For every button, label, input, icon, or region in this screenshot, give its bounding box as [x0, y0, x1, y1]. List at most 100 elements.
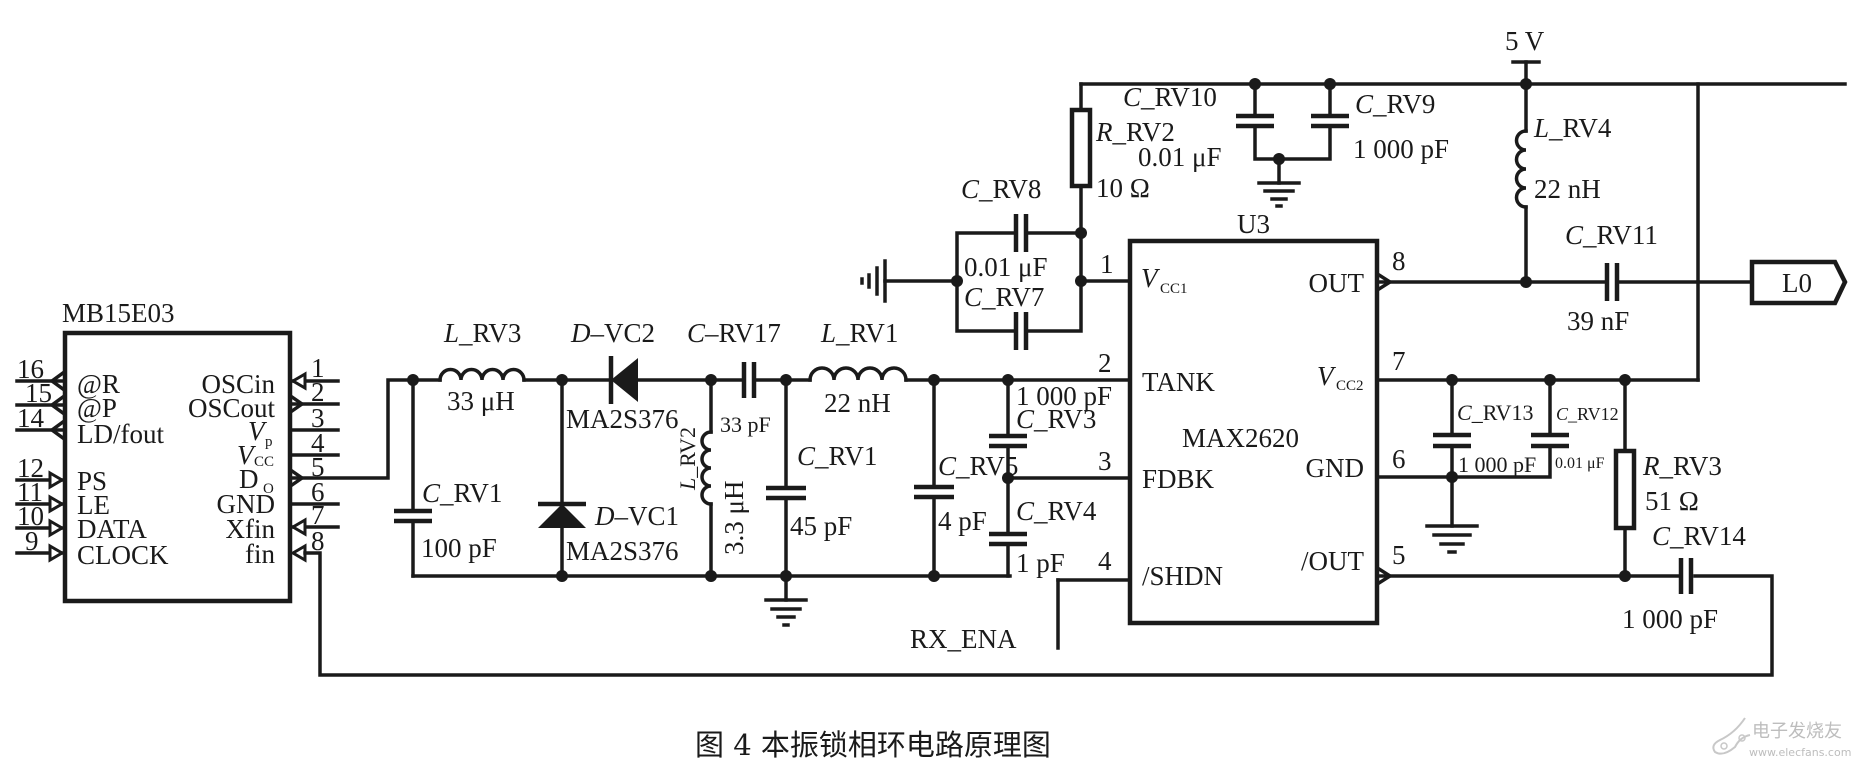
svg-text:C_RV14: C_RV14	[1652, 521, 1746, 551]
ground-icon	[764, 598, 808, 627]
pin-num: 10	[17, 501, 44, 531]
value-c-rv12: 0.01 μF	[1555, 455, 1605, 472]
pin-label: D	[239, 464, 259, 494]
value-l-rv2: 3.3 μH	[719, 481, 749, 555]
pin-label: V	[1141, 263, 1161, 293]
pin-label: /SHDN	[1142, 561, 1223, 591]
svg-text:D–VC2: D–VC2	[570, 318, 655, 348]
pin-num: 5	[311, 452, 325, 482]
pin-label: LE	[77, 490, 110, 520]
value-l-rv4: 22 nH	[1534, 174, 1601, 204]
figure-caption: 图 4 本振锁相环电路原理图	[695, 728, 1051, 762]
value-c-rv17: 33 pF	[720, 412, 771, 437]
right-pins: 1 2 3 4 5 6 7 8 OSCin OSCout V p V CC D …	[188, 353, 340, 569]
pin-num: 5	[1392, 540, 1406, 570]
output-port-lo	[1749, 259, 1848, 306]
resistor-r-rv2	[1069, 107, 1093, 189]
value-c-rv14: 1 000 pF	[1622, 604, 1718, 634]
pin-num: 4	[311, 428, 325, 458]
value-d-vc1: MA2S376	[566, 536, 679, 566]
value-r-rv2: 10 Ω	[1096, 173, 1150, 203]
pin-sub: O	[263, 481, 274, 497]
svg-text:C_RV1: C_RV1	[422, 478, 502, 508]
pin-num: 6	[1392, 444, 1406, 474]
ground-icon	[1425, 524, 1479, 554]
pin-num: 4	[1098, 546, 1112, 576]
inductor-l-rv1	[808, 366, 908, 382]
pin-sub: CC2	[1336, 378, 1364, 394]
pin-num: 7	[1392, 346, 1406, 376]
pin-label: V	[248, 416, 268, 446]
value-l-rv3: 33 μH	[447, 386, 515, 416]
wire-fin-feedback	[303, 551, 1774, 677]
value-c-rv8: 0.01 μF	[964, 252, 1048, 282]
pin-label: FDBK	[1142, 464, 1215, 494]
pin-num: 7	[311, 500, 325, 530]
pin-sub: CC1	[1160, 281, 1188, 297]
diode-d-vc2	[611, 358, 638, 402]
pin-num: 12	[17, 453, 44, 483]
pin-label: Xfin	[226, 514, 276, 544]
svg-text:C_RV3: C_RV3	[1016, 404, 1096, 434]
svg-text:C_RV12: C_RV12	[1556, 404, 1619, 424]
value-c-rv13: 1 000 pF	[1458, 452, 1536, 477]
value-c-rv11: 39 nF	[1567, 306, 1629, 336]
chip-body	[1127, 238, 1380, 626]
ground-icon	[1257, 181, 1301, 208]
pin-label: @P	[77, 393, 117, 423]
svg-text:R_RV2: R_RV2	[1095, 117, 1175, 147]
net-5v: 5 V	[1505, 26, 1545, 56]
pin-label: OUT	[1309, 268, 1365, 298]
value-c-rv3: 1 000 pF	[1016, 381, 1112, 411]
svg-text:L_RV1: L_RV1	[820, 318, 898, 348]
svg-text:L_RV4: L_RV4	[1533, 113, 1612, 143]
net-rx-ena: RX_ENA	[910, 624, 1017, 654]
svg-text:C_RV11: C_RV11	[1565, 220, 1658, 250]
pin-label: LD/fout	[77, 419, 164, 449]
pin-num: 14	[17, 403, 45, 433]
pin-num: 3	[1098, 446, 1112, 476]
pin-num: 3	[311, 403, 325, 433]
pin-label: V	[237, 440, 257, 470]
inductor-l-rv3	[438, 367, 526, 382]
resistor-r-rv3	[1613, 448, 1637, 531]
pin-sub: p	[265, 434, 273, 450]
svg-text:R_RV3: R_RV3	[1642, 451, 1722, 481]
pin-sub: CC	[254, 454, 274, 470]
junctions	[407, 374, 1014, 582]
pin-num: 2	[1098, 348, 1112, 378]
chip-name: MB15E03	[62, 298, 175, 328]
pin-num: 6	[311, 477, 325, 507]
pin-num: 1	[311, 353, 325, 383]
chip-body	[62, 330, 293, 604]
value-c-rv4: 1 pF	[1016, 548, 1065, 578]
watermark: 电子发烧友 www.elecfans.com	[1712, 717, 1851, 759]
svg-text:C_RV13: C_RV13	[1457, 400, 1534, 425]
svg-text:D–VC1: D–VC1	[594, 501, 679, 531]
pin-label: GND	[1306, 453, 1365, 483]
chip-name: MAX2620	[1182, 423, 1299, 453]
pin-num: 11	[17, 477, 43, 507]
svg-text:C_RV1: C_RV1	[797, 441, 877, 471]
value-d-vc2: MA2S376	[566, 404, 679, 434]
pin-num: 15	[25, 378, 52, 408]
pin-num: 16	[17, 354, 44, 384]
pin-label: V	[1317, 361, 1337, 391]
svg-text:C_RV10: C_RV10	[1123, 82, 1217, 112]
value-c-rv9: 1 000 pF	[1353, 134, 1449, 164]
inductor-l-rv2	[700, 430, 713, 506]
svg-text:L_RV2: L_RV2	[675, 427, 700, 491]
chip-ref: U3	[1237, 209, 1270, 239]
watermark-logo-icon	[1712, 717, 1751, 755]
pin-label: OSCin	[201, 369, 275, 399]
value-c-rv1-45pf: 45 pF	[790, 511, 852, 541]
svg-text:C_RV4: C_RV4	[1016, 496, 1097, 526]
pin-label: @R	[77, 369, 120, 399]
watermark-url: www.elecfans.com	[1749, 746, 1851, 759]
ground-icon	[860, 259, 887, 303]
diode-d-vc1	[538, 504, 586, 528]
left-pins: 16 15 14 12 11 10 9 @R @P LD/fout PS LE …	[15, 354, 169, 570]
value-l-rv1: 22 nH	[824, 388, 891, 418]
inductor-l-rv4	[1514, 129, 1528, 209]
